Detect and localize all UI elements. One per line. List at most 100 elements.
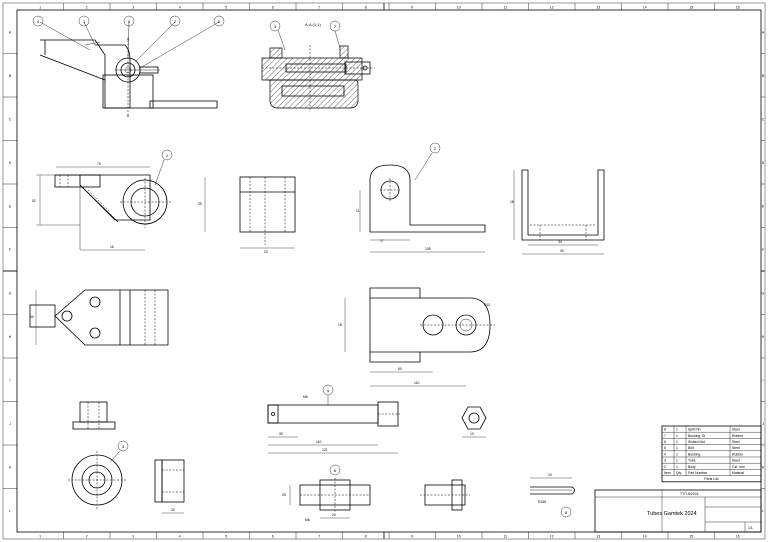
dim-bracket-w1: 17 [380,239,384,243]
dim-triangle-height: 40 [30,315,34,319]
border-number-top: 15 [689,6,693,10]
border-letter-right: E [762,204,765,208]
balloon-3-part: 3 [122,444,125,449]
border-letter-left: A [9,30,12,34]
parts-list-cell: Rubber [732,452,744,456]
drawing-title: Tubes Gamtek 2024 [647,511,697,517]
part-8-split-pin: 10 R185 8 [530,473,575,518]
border-letter-left: H [9,335,12,339]
border-letter-right: H [762,335,765,339]
balloon-1-part: 1 [166,153,169,158]
balloon-6-part: 6 [334,468,337,473]
drawing-number: TT/T-8/2024 [680,492,699,496]
parts-list-cell: 4 [664,452,666,456]
border-number-top: 2 [86,6,88,10]
parts-list-header-cell: Part Number [688,471,708,475]
border-number-bottom: 15 [689,535,693,539]
balloon-2: 2 [174,19,177,24]
border-number-bottom: 13 [596,535,600,539]
border-number-top: 11 [503,6,507,10]
dim-bracket-height: 11 [356,209,360,213]
part-2-bracket-view: 11 17 105 2 [356,142,486,253]
dim-lever-height: 52 [32,199,36,203]
dim-pin-m: M6 [303,395,308,399]
border-number-top: 3 [132,6,134,10]
border-letter-right: C [762,117,765,121]
balloon-8-part: 8 [565,510,568,515]
block-front-view: 25 20 [198,176,296,254]
border-letter-right: K [762,465,765,469]
border-number-bottom: 9 [411,535,413,539]
border-letter-left: D [9,161,12,165]
border-number-bottom: 14 [643,535,647,539]
balloon-4: 4 [37,19,40,24]
border-number-bottom: 16 [736,535,740,539]
parts-list-cell: Cst. Iron [732,465,745,469]
border-letter-left: F [9,248,11,252]
border-number-bottom: 1 [39,535,41,539]
border-number-bottom: 6 [272,535,274,539]
parts-list-cell: 1 [676,440,678,444]
triangle-plate-view: 40 [29,289,169,346]
dim-part6-a: 20 [332,513,336,517]
dim-u-width-2: 40 [560,249,564,253]
title-block: TT/T-8/2024 Tubes Gamtek 2024 1/1 [594,489,762,533]
balloon-4-part: 4 [327,388,330,393]
border-letter-left: K [9,465,12,469]
border-letter-left: C [9,117,12,121]
sheet-number: 1/1 [748,526,753,530]
balloon-group-assembly: 4 1 0 2 5 [32,15,225,69]
border-letter-right: G [762,291,765,295]
dim-pin-w2: 110 [316,440,322,444]
dim-pin8-r: R185 [538,500,546,504]
section-mark-bottom: A [127,114,130,118]
dim-pin-w1: 30 [279,432,283,436]
dim-plate-radius: R10 [484,303,490,307]
parts-list-cell: 1 [676,459,678,463]
balloon-3-section: 3 [274,24,277,29]
balloon-5: 5 [218,19,221,24]
section-label: A-A (1:1) [305,22,321,27]
border-letter-right: L [762,509,764,513]
parts-list-title: Parts List [704,477,718,481]
border-number-top: 13 [596,6,600,10]
parts-list-cell: 2 [664,465,666,469]
border-letter-left: J [9,422,11,426]
parts-list-cell: Slotted Nut [688,440,705,444]
border-number-bottom: 3 [132,535,134,539]
border-letter-right: I [763,378,764,382]
dim-plate-w1: 60 [398,367,402,371]
parts-list-cell: Steel [732,446,740,450]
hex-nut-view: 10 [461,406,487,438]
dim-u-width: 34 [558,240,562,244]
border-number-top: 1 [39,6,41,10]
parts-list-cell: 6 [664,440,666,444]
parts-list-cell: 1 [676,465,678,469]
parts-list-cell: Tube [688,459,696,463]
parts-list-header-cell: Item [664,471,671,475]
dim-plate-height: 16 [338,323,342,327]
border-letter-right: A [762,30,765,34]
parts-list-cell: 1 [676,452,678,456]
parts-list-cell: Bolt [688,446,694,450]
dim-bracket-w2: 105 [425,247,431,251]
border-letter-right: B [762,74,765,78]
parts-list-cell: 8 [664,428,666,432]
parts-list-cell: Split Pin [688,428,701,432]
border-number-top: 12 [550,6,554,10]
border-number-bottom: 11 [503,535,507,539]
dim-part6-c: M6 [305,518,310,522]
balloon-1: 1 [83,19,86,24]
assembly-front-view: A A [39,37,218,118]
part-6-views: 20 25 M6 6 [282,464,470,522]
border-number-top: 16 [736,6,740,10]
border-number-top: 4 [179,6,181,10]
parts-list-cell: Rubber [732,434,744,438]
dim-plate-w2: 110 [414,381,420,385]
border-letter-right: D [762,161,765,165]
border-number-top: 7 [318,6,320,10]
border-letter-left: E [9,204,12,208]
part-3-views: 3 20 [68,440,185,514]
